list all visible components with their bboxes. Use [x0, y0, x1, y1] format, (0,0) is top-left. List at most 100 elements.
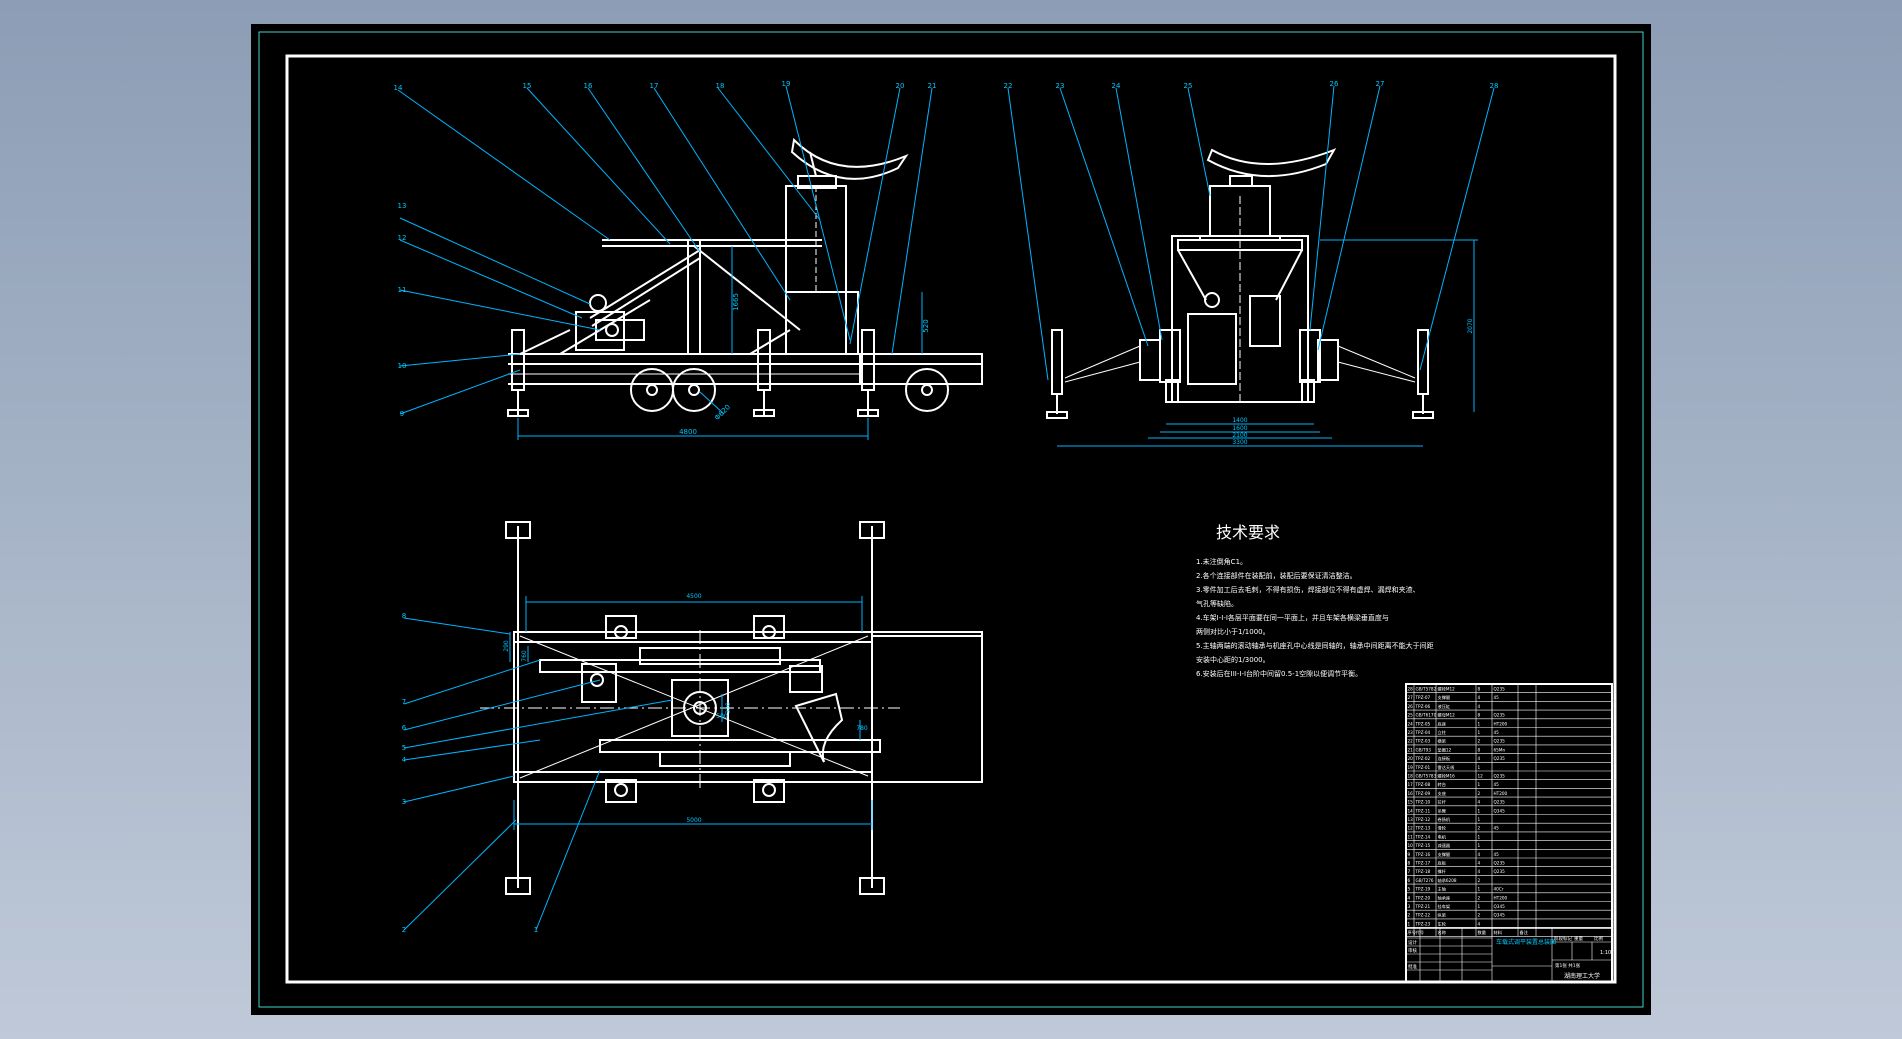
- balloon-14: 14: [394, 84, 403, 92]
- bom-cell: 15: [1408, 800, 1414, 805]
- bom-cell: 支撑腿: [1438, 694, 1451, 701]
- balloon-9: 9: [400, 410, 404, 418]
- company-name: 湖南理工大学: [1564, 972, 1600, 980]
- front-view-leaders: [1007, 85, 1495, 381]
- bom-cell: Q235: [1494, 800, 1506, 805]
- bom-cell: 4: [1478, 869, 1481, 874]
- drawing-title: 车载式调平装置总装图: [1496, 938, 1556, 946]
- bom-cell: TPZ-08: [1415, 782, 1431, 787]
- bom-cell: TPZ-23: [1415, 921, 1431, 926]
- bom-cell: 卷扬机: [1438, 816, 1451, 823]
- tech-req-item: 6.安装后在III-I-I台阶中间留0.5-1空隙以便调节平衡。: [1196, 669, 1362, 678]
- bom-cell: Q235: [1494, 756, 1506, 761]
- checker-label: 审核: [1408, 947, 1417, 954]
- bom-cell: 2: [1478, 878, 1481, 883]
- balloon-23: 23: [1056, 82, 1065, 90]
- bom-cell: TPZ-14: [1415, 834, 1431, 839]
- bom-cell: TPZ-07: [1415, 695, 1431, 700]
- balloon-1: 1: [534, 926, 538, 934]
- bom-cell: TPZ-13: [1415, 826, 1431, 831]
- bom-cell: Q235: [1494, 713, 1506, 718]
- bom-cell: 8: [1478, 687, 1481, 692]
- bom-cell: 1: [1478, 904, 1481, 909]
- dim-plan-offset: 780: [856, 725, 868, 732]
- bom-cell: 液压缸: [1438, 703, 1451, 710]
- bom-cell: 8: [1478, 713, 1481, 718]
- bom-cell: 轴承座: [1438, 894, 1451, 901]
- tech-req-title: 技术要求: [1216, 523, 1280, 542]
- bom-cell: 65Mn: [1494, 747, 1506, 752]
- dim-plan-inner-a: 320: [725, 702, 732, 714]
- bom-cell: 1: [1408, 921, 1411, 926]
- bom-cell: 底板: [1438, 860, 1447, 867]
- bom-cell: HT200: [1494, 791, 1508, 796]
- bom-cell: 4: [1408, 895, 1411, 900]
- bom-cell: 40Cr: [1494, 887, 1504, 892]
- bom-cell: 连接板: [1438, 755, 1451, 762]
- balloon-10: 10: [398, 362, 407, 370]
- bom-cell: 螺栓M16: [1438, 773, 1456, 780]
- bom-cell: TPZ-16: [1415, 852, 1431, 857]
- balloon-13: 13: [398, 202, 407, 210]
- bom-header-cell: 序号: [1408, 929, 1416, 936]
- bom-cell: 转台: [1438, 781, 1446, 788]
- bom-cell: 16: [1408, 791, 1414, 796]
- dim-width-c: 2100: [1232, 432, 1247, 439]
- bom-cell: TPZ-19: [1415, 887, 1431, 892]
- bom-cell: 7: [1408, 869, 1411, 874]
- dim-overall-length: 4800: [679, 428, 697, 436]
- bom-header-cell: 材料: [1494, 929, 1503, 936]
- stage-label: 阶段标记: [1554, 935, 1572, 942]
- bom-cell: 25: [1408, 713, 1414, 718]
- bom-cell: 2: [1478, 791, 1481, 796]
- bom-cell: 横梁: [1438, 738, 1447, 745]
- designer-label: 设计: [1408, 939, 1417, 946]
- bom-cell: 减速器: [1438, 842, 1451, 849]
- bom-cell: 撑杆: [1438, 868, 1447, 875]
- bom-cell: GB/T5783: [1416, 774, 1437, 779]
- bom-cell: TPZ-03: [1415, 739, 1431, 744]
- tech-req-item: 4.车架I-I-I各层平面要在同一平面上，并且车架各横梁垂直度与: [1196, 613, 1389, 622]
- bom-cell: 21: [1408, 747, 1414, 752]
- dim-width-d: 3300: [1232, 439, 1247, 446]
- bom-cell: TPZ-21: [1415, 904, 1431, 909]
- tech-req-item: 5.主轴两端的滚动轴承与机座孔中心线是同轴的，轴承中间距离不能大于间距: [1196, 641, 1434, 650]
- front-view: [1046, 148, 1434, 419]
- bom-cell: TPZ-12: [1415, 817, 1431, 822]
- bom-cell: 螺栓M12: [1438, 686, 1456, 693]
- bom-cell: 10: [1408, 843, 1414, 848]
- balloon-20: 20: [896, 82, 905, 90]
- side-view-dimensions: [517, 246, 923, 440]
- bom-cell: 45: [1494, 852, 1500, 857]
- bom-cell: 4: [1478, 861, 1481, 866]
- dim-height-b: 520: [922, 319, 930, 332]
- bom-cell: 12: [1478, 774, 1484, 779]
- bom-cell: 3: [1408, 904, 1411, 909]
- bom-cell: Q235: [1494, 861, 1506, 866]
- plan-view-centerline: [480, 630, 900, 790]
- bom-cell: 2: [1478, 895, 1481, 900]
- balloon-15: 15: [523, 82, 532, 90]
- balloon-19: 19: [782, 80, 791, 88]
- balloon-5: 5: [402, 744, 406, 752]
- bom-cell: 4: [1478, 756, 1481, 761]
- bom-cell: 45: [1494, 695, 1500, 700]
- bom-cell: 1: [1478, 765, 1481, 770]
- bom-cell: 9: [1408, 852, 1411, 857]
- bom-cell: TPZ-05: [1415, 721, 1431, 726]
- bom-cell: 12: [1408, 826, 1414, 831]
- sheet-background: [251, 24, 1651, 1015]
- sheet-outer-border: [258, 31, 1644, 1008]
- balloon-27: 27: [1376, 80, 1385, 88]
- plan-view-leaders: [403, 617, 673, 931]
- bom-cell: 4: [1478, 704, 1481, 709]
- front-view-dimensions: [1057, 239, 1478, 447]
- bom-cell: 13: [1408, 817, 1414, 822]
- bom-cell: 23: [1408, 730, 1414, 735]
- balloon-11: 11: [398, 286, 407, 294]
- dim-width-b: 1600: [1232, 425, 1247, 432]
- bom-cell: GB/T93: [1416, 747, 1432, 752]
- tech-req-item: 两侧对比小于1/1000。: [1196, 627, 1270, 636]
